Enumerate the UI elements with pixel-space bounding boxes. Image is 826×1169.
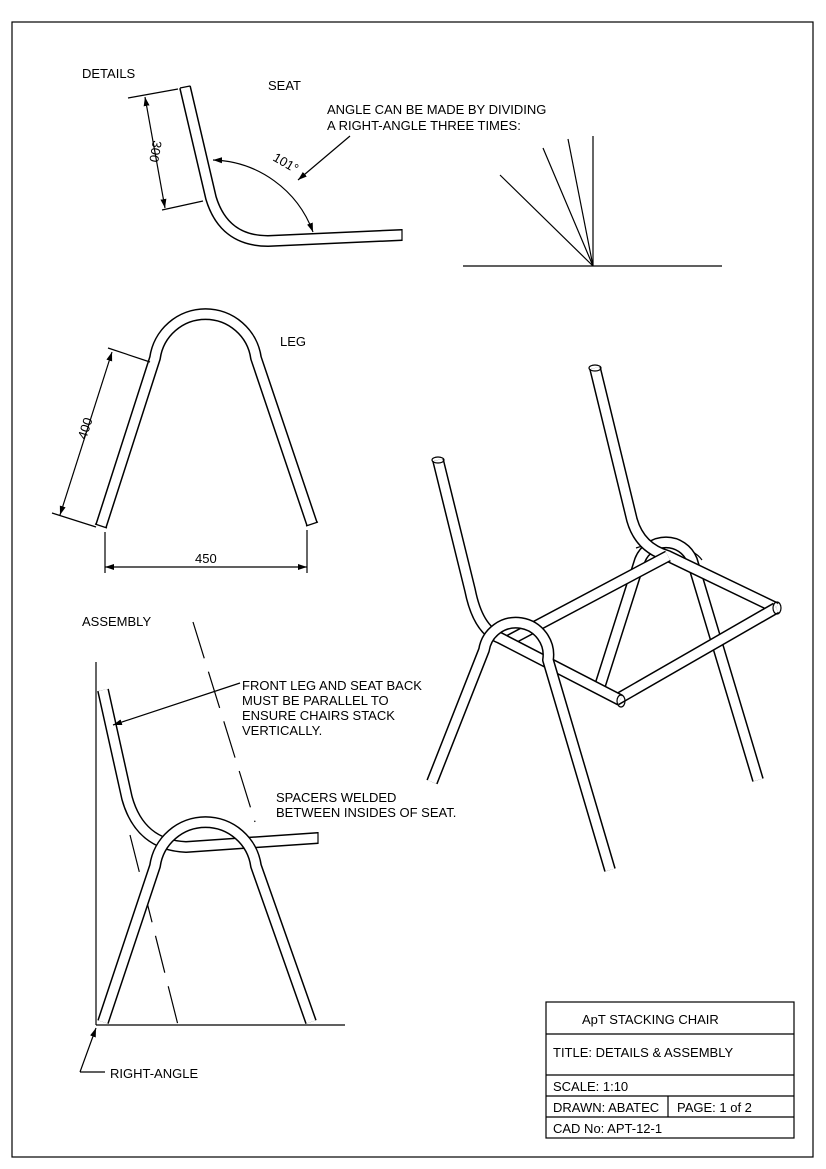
isometric-chair	[426, 364, 782, 872]
leg-width-dimension: 450	[195, 551, 217, 566]
parallel-note-line3: ENSURE CHAIRS STACK	[242, 708, 395, 723]
angle-note-line2: A RIGHT-ANGLE THREE TIMES:	[327, 118, 521, 133]
parallel-note-line2: MUST BE PARALLEL TO	[242, 693, 389, 708]
project-name: ApT STACKING CHAIR	[582, 1012, 719, 1027]
leg-length-dimension: 400	[75, 416, 96, 441]
angle-construction	[463, 136, 722, 267]
angle-note-line1: ANGLE CAN BE MADE BY DIVIDING	[327, 102, 546, 117]
seat-back-dimension: 300	[146, 139, 165, 163]
seat-angle-dimension: 101°	[271, 150, 302, 176]
scale: SCALE: 1:10	[553, 1079, 628, 1094]
assembly-view: FRONT LEG AND SEAT BACK MUST BE PARALLEL…	[79, 621, 456, 1081]
details-heading: DETAILS	[82, 66, 136, 81]
leg-heading: LEG	[280, 334, 306, 349]
title-block: ApT STACKING CHAIR TITLE: DETAILS & ASSE…	[545, 1001, 795, 1139]
leg-detail: 400 450	[51, 308, 319, 573]
cad-number: CAD No: APT-12-1	[553, 1121, 662, 1136]
spacers-note-line1: SPACERS WELDED	[276, 790, 396, 805]
parallel-note-line4: VERTICALLY.	[242, 723, 322, 738]
drawn-by: DRAWN: ABATEC	[553, 1100, 659, 1115]
seat-heading: SEAT	[268, 78, 301, 93]
drawing-title: TITLE: DETAILS & ASSEMBLY	[553, 1045, 733, 1060]
parallel-note-line1: FRONT LEG AND SEAT BACK	[242, 678, 422, 693]
seat-detail: 300 101° ANGLE CAN BE MADE BY DIVIDING A…	[127, 85, 546, 247]
page-border	[11, 21, 814, 1158]
spacers-note-line2: BETWEEN INSIDES OF SEAT.	[276, 805, 456, 820]
page-number: PAGE: 1 of 2	[677, 1100, 752, 1115]
assembly-heading: ASSEMBLY	[82, 614, 151, 629]
right-angle-note: RIGHT-ANGLE	[110, 1066, 198, 1081]
